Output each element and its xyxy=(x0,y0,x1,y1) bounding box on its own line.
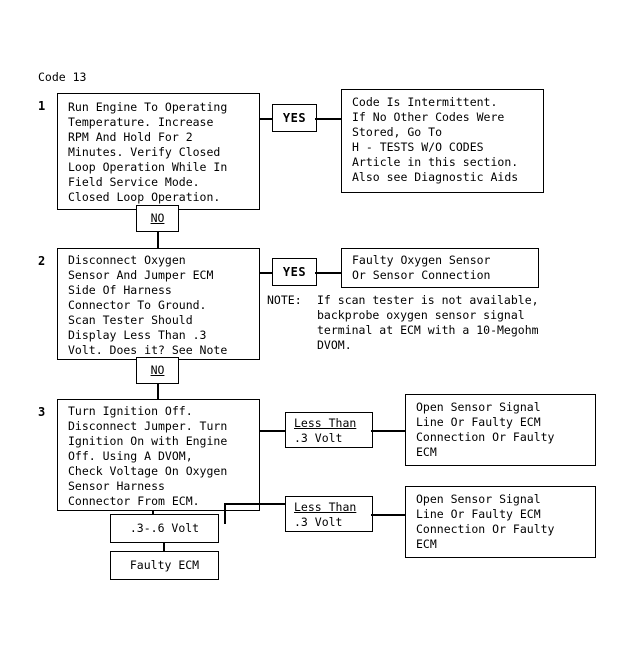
connector-step3-drop-right xyxy=(224,510,226,524)
branch-a-result-box: Open Sensor Signal Line Or Faulty ECM Co… xyxy=(405,394,596,466)
branch-a-condition-box: Less Than .3 Volt xyxy=(285,412,373,448)
step-2-yes-label: YES xyxy=(282,264,307,279)
branch-c-result-label: Faulty ECM xyxy=(129,558,200,572)
branch-a-condition-line1: Less Than xyxy=(294,416,357,430)
step-1-instruction-text: Run Engine To Operating Temperature. Inc… xyxy=(68,100,228,204)
step-number-2: 2 xyxy=(38,254,46,268)
connector-branch-a-to-result xyxy=(371,430,407,432)
step-3-instruction-text: Turn Ignition Off. Disconnect Jumper. Tu… xyxy=(68,404,228,508)
branch-b-condition-line1: Less Than xyxy=(294,500,357,514)
step-2-yes-result-text: Faulty Oxygen Sensor Or Sensor Connectio… xyxy=(352,253,491,282)
connector-step3-bus-to-branch-b xyxy=(224,503,286,505)
step-1-yes-label-box: YES xyxy=(272,104,317,132)
connector-step1-to-yes xyxy=(260,118,278,120)
branch-a-condition-line2: .3 Volt xyxy=(294,431,343,445)
connector-step3-to-branch-a xyxy=(260,430,288,432)
branch-c-condition-label: .3-.6 Volt xyxy=(129,521,200,535)
step-1-instruction-box: Run Engine To Operating Temperature. Inc… xyxy=(57,93,260,210)
note-label: NOTE: xyxy=(267,293,302,307)
step-2-no-label-box: NO xyxy=(136,357,179,384)
step-2-yes-label-box: YES xyxy=(272,258,317,286)
step-2-instruction-text: Disconnect Oxygen Sensor And Jumper ECM … xyxy=(68,253,228,357)
connector-branch-c-to-result xyxy=(163,542,165,553)
connector-no-to-step3 xyxy=(157,383,159,400)
connector-step2-to-yes xyxy=(260,272,278,274)
step-2-instruction-box: Disconnect Oxygen Sensor And Jumper ECM … xyxy=(57,248,260,360)
connector-yes-to-step2-result xyxy=(315,272,343,274)
connector-no-to-step2 xyxy=(157,231,159,249)
step-2-yes-result-box: Faulty Oxygen Sensor Or Sensor Connectio… xyxy=(341,248,539,288)
step-3-instruction-box: Turn Ignition Off. Disconnect Jumper. Tu… xyxy=(57,399,260,511)
step-2-no-label: NO xyxy=(150,363,165,377)
step-number-1: 1 xyxy=(38,99,46,113)
branch-c-result-box: Faulty ECM xyxy=(110,551,219,580)
step-1-no-label-box: NO xyxy=(136,205,179,232)
branch-c-condition-box: .3-.6 Volt xyxy=(110,514,219,543)
page-title: Code 13 xyxy=(38,70,87,84)
note-text: If scan tester is not available, backpro… xyxy=(317,293,539,352)
step-1-no-label: NO xyxy=(150,211,165,225)
connector-step3-bus-corner xyxy=(224,503,226,511)
connector-branch-b-to-result xyxy=(371,514,407,516)
step-number-3: 3 xyxy=(38,405,46,419)
branch-b-result-box: Open Sensor Signal Line Or Faulty ECM Co… xyxy=(405,486,596,558)
branch-b-result-text: Open Sensor Signal Line Or Faulty ECM Co… xyxy=(416,492,555,551)
step-1-yes-result-text: Code Is Intermittent. If No Other Codes … xyxy=(352,95,519,184)
step-1-yes-label: YES xyxy=(282,110,307,125)
connector-yes-to-step1-result xyxy=(315,118,343,120)
branch-b-condition-line2: .3 Volt xyxy=(294,515,343,529)
branch-b-condition-box: Less Than .3 Volt xyxy=(285,496,373,532)
branch-a-result-text: Open Sensor Signal Line Or Faulty ECM Co… xyxy=(416,400,555,459)
step-1-yes-result-box: Code Is Intermittent. If No Other Codes … xyxy=(341,89,544,193)
